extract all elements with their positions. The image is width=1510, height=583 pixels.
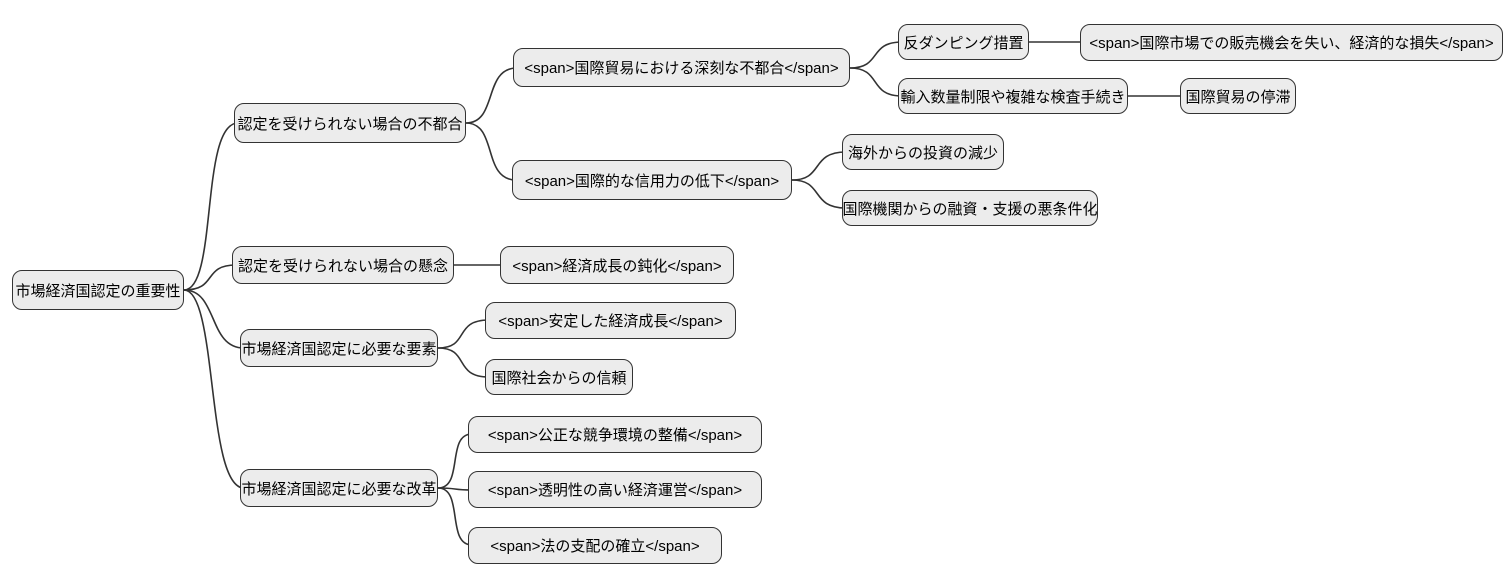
edge-n1b-n1b2: [791, 179, 847, 209]
edge-n4-n4c: [437, 487, 473, 546]
edge-root-n1: [183, 122, 239, 291]
node-stable-economic-growth: <span>安定した経済成長</span>: [485, 302, 736, 339]
edge-root-n3: [183, 289, 245, 349]
node-slowdown-of-economic-growth: <span>経済成長の鈍化</span>: [500, 246, 734, 284]
edge-n3-n3b: [437, 347, 490, 378]
node-loss-of-sales-opportunities: <span>国際市場での販売機会を失い、経済的な損失</span>: [1080, 24, 1503, 61]
edge-root-n2: [183, 264, 237, 291]
node-decline-of-international-credibility: <span>国際的な信用力の低下</span>: [512, 160, 792, 200]
node-concerns-without-recognition: 認定を受けられない場合の懸念: [232, 246, 454, 284]
edge-n4-n4a: [437, 433, 473, 489]
edge-n1-n1b: [465, 122, 517, 181]
node-root-importance-of-market-economy-status: 市場経済国認定の重要性: [12, 270, 184, 310]
edge-n1a-n1a2: [849, 67, 903, 97]
node-elements-required-for-recognition: 市場経済国認定に必要な要素: [240, 329, 438, 367]
node-disadvantages-without-recognition: 認定を受けられない場合の不都合: [234, 103, 466, 143]
node-trade-stagnation: 国際貿易の停滞: [1180, 78, 1296, 114]
node-import-quotas-and-inspections: 輸入数量制限や複雑な検査手続き: [898, 78, 1128, 114]
node-transparent-economic-management: <span>透明性の高い経済運営</span>: [468, 471, 762, 508]
edge-n1-n1a: [465, 67, 518, 124]
edge-n1a-n1a1: [849, 41, 903, 69]
node-establishment-of-rule-of-law: <span>法の支配の確立</span>: [468, 527, 722, 564]
node-serious-trade-disadvantages: <span>国際貿易における深刻な不都合</span>: [513, 48, 850, 87]
edge-root-n4: [183, 289, 245, 489]
node-anti-dumping-measures: 反ダンピング措置: [898, 24, 1029, 60]
edge-n1b-n1b1: [791, 151, 847, 181]
node-trust-from-international-community: 国際社会からの信頼: [485, 359, 633, 395]
node-fair-competitive-environment: <span>公正な競争環境の整備</span>: [468, 416, 762, 453]
node-decrease-in-foreign-investment: 海外からの投資の減少: [842, 134, 1004, 170]
node-reforms-required-for-recognition: 市場経済国認定に必要な改革: [240, 469, 438, 507]
node-worse-financing-conditions: 国際機関からの融資・支援の悪条件化: [842, 190, 1098, 226]
edge-n3-n3a: [437, 319, 490, 349]
